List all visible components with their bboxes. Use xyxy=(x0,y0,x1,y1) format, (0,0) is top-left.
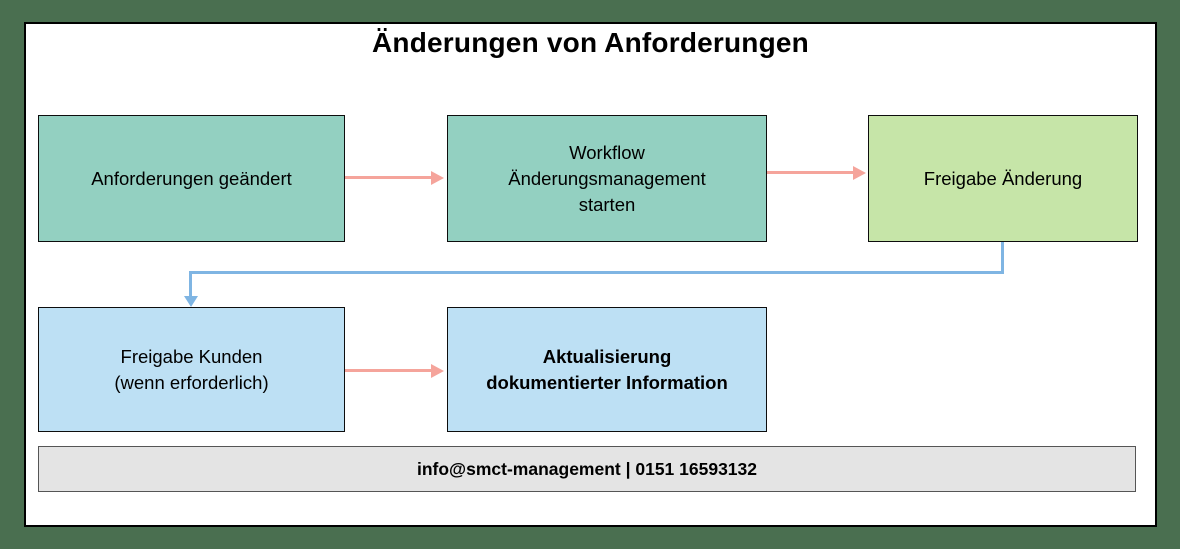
arrow-right-icon xyxy=(853,165,866,180)
flow-node-workflow-aenderungsmanagement-starten: Workflow Änderungsmanagement starten xyxy=(447,115,767,242)
arrow-down-icon xyxy=(183,296,198,307)
arrow-right-icon xyxy=(431,363,444,378)
footer-contact-bar: info@smct-management | 0151 16593132 xyxy=(38,446,1136,492)
arrow-line-node1-node2 xyxy=(345,176,433,179)
elbow-connector-vertical-right xyxy=(1001,242,1004,273)
arrow-line-node4-node5 xyxy=(345,369,433,372)
arrow-line-node2-node3 xyxy=(767,171,855,174)
page-title: Änderungen von Anforderungen xyxy=(372,27,809,58)
flow-node-anforderungen-geaendert: Anforderungen geändert xyxy=(38,115,345,242)
flow-node-freigabe-aenderung: Freigabe Änderung xyxy=(868,115,1138,242)
elbow-connector-horizontal xyxy=(189,271,1004,274)
arrow-right-icon xyxy=(431,170,444,185)
flow-node-aktualisierung-dokumentierter-information: Aktualisierung dokumentierter Informatio… xyxy=(447,307,767,432)
footer-contact-text: info@smct-management | 0151 16593132 xyxy=(416,458,758,479)
diagram-frame xyxy=(24,22,1157,527)
elbow-connector-vertical-left xyxy=(189,271,192,297)
flow-node-freigabe-kunden: Freigabe Kunden (wenn erforderlich) xyxy=(38,307,345,432)
